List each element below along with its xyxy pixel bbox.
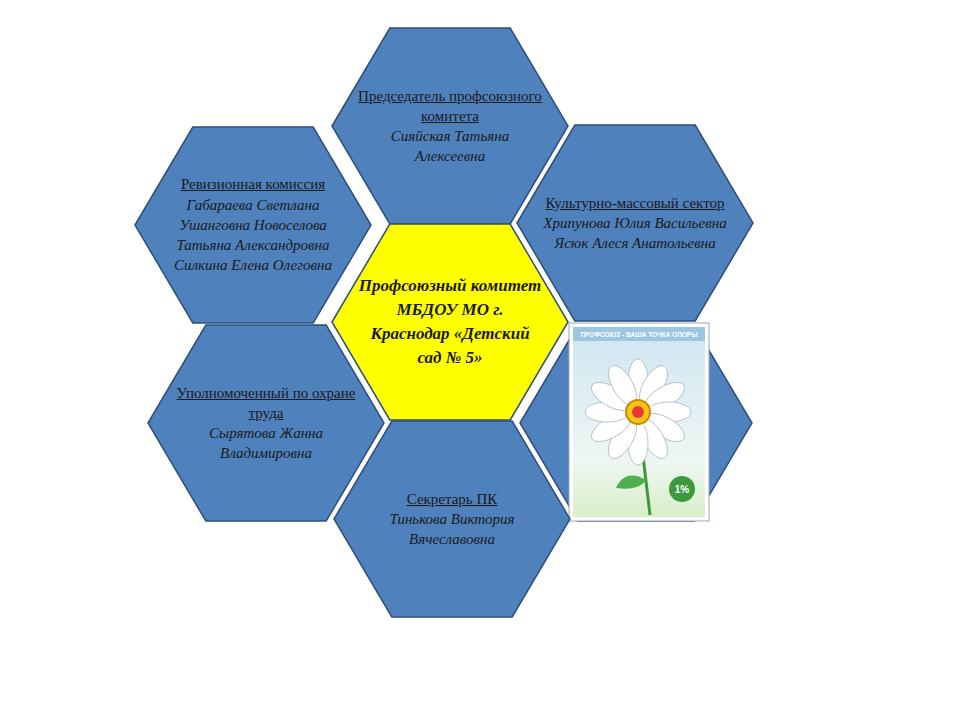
hexagon-outline bbox=[332, 28, 568, 224]
safety-hexagon: Уполномоченный по охране трудаСырятова Ж… bbox=[148, 325, 384, 521]
node-content: Уполномоченный по охране трудаСырятова Ж… bbox=[174, 329, 358, 517]
hexagon-shape bbox=[517, 125, 753, 321]
picture-hexagon bbox=[520, 325, 752, 521]
audit-hexagon: Ревизионная комиссияГабараева Светлана У… bbox=[135, 127, 371, 323]
node-content: Секретарь ПКТинькова Виктория Вячеславов… bbox=[360, 425, 544, 613]
hexagon-shape bbox=[148, 325, 384, 521]
hexagon-shape bbox=[332, 28, 568, 224]
member-names: Тинькова Виктория Вячеславовна bbox=[360, 509, 544, 550]
role-heading: Секретарь ПК bbox=[407, 489, 498, 509]
role-heading: Председатель профсоюзного комитета bbox=[358, 86, 542, 127]
node-content: Профсоюзный комитет МБДОУ МО г. Краснода… bbox=[358, 228, 542, 416]
member-names: Хрипунова Юлия Васильевна Ясюк Алеся Ана… bbox=[543, 213, 727, 254]
poster bbox=[569, 323, 709, 521]
role-heading: Уполномоченный по охране труда bbox=[174, 383, 358, 424]
node-content: Ревизионная комиссияГабараева Светлана У… bbox=[161, 131, 345, 319]
hexagon-outline bbox=[332, 224, 568, 420]
role-heading: Ревизионная комиссия bbox=[181, 174, 325, 194]
chairman-hexagon: Председатель профсоюзного комитетаСияйск… bbox=[332, 28, 568, 224]
hexagon-shape bbox=[334, 421, 570, 617]
node-content: Культурно-массовый секторХрипунова Юлия … bbox=[543, 129, 727, 317]
poster-percent: 1% bbox=[675, 484, 689, 495]
member-names: Сияйская Татьяна Алексеевна bbox=[358, 126, 542, 167]
secretary-hexagon: Секретарь ПКТинькова Виктория Вячеславов… bbox=[334, 421, 570, 617]
culture-hexagon: Культурно-массовый секторХрипунова Юлия … bbox=[517, 125, 753, 321]
node-content: Председатель профсоюзного комитетаСияйск… bbox=[358, 32, 542, 220]
poster-slogan: ПРОФСОЮЗ - ВАША ТОЧКА ОПОРЫ bbox=[580, 331, 697, 338]
hexagon-outline bbox=[148, 325, 384, 521]
committee-hexagon: Профсоюзный комитет МБДОУ МО г. Краснода… bbox=[332, 224, 568, 420]
member-names: Габараева Светлана Ушанговна Новоселова … bbox=[161, 195, 345, 276]
hexagon-shape bbox=[332, 224, 568, 420]
member-names: Сырятова Жанна Владимировна bbox=[174, 423, 358, 464]
role-heading: Культурно-массовый сектор bbox=[545, 193, 724, 213]
node-title: Профсоюзный комитет МБДОУ МО г. Краснода… bbox=[358, 274, 542, 369]
hexagon-shape bbox=[135, 127, 371, 323]
